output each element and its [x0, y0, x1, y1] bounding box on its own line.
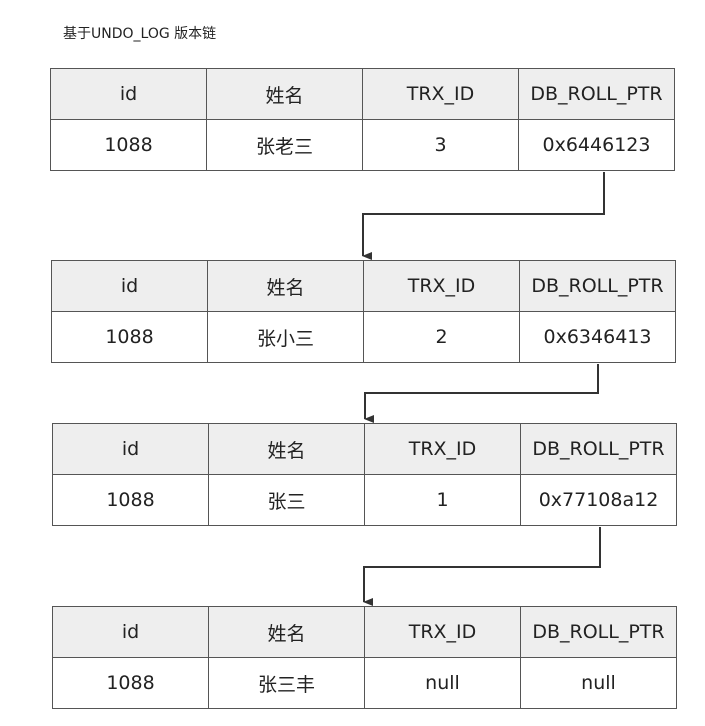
cell-trx-id: null	[364, 657, 521, 709]
header-row: id 姓名 TRX_ID DB_ROLL_PTR	[52, 606, 677, 658]
cell-roll-ptr: 0x6346413	[519, 311, 676, 363]
header-db-roll-ptr: DB_ROLL_PTR	[519, 260, 676, 312]
version-record-1: id 姓名 TRX_ID DB_ROLL_PTR 1088 张老三 3 0x64…	[50, 68, 675, 171]
header-trx-id: TRX_ID	[363, 260, 520, 312]
cell-trx-id: 2	[363, 311, 520, 363]
header-row: id 姓名 TRX_ID DB_ROLL_PTR	[51, 260, 676, 312]
version-record-4: id 姓名 TRX_ID DB_ROLL_PTR 1088 张三丰 null n…	[52, 606, 677, 709]
version-record-3: id 姓名 TRX_ID DB_ROLL_PTR 1088 张三 1 0x771…	[52, 423, 677, 526]
value-row: 1088 张小三 2 0x6346413	[51, 311, 676, 363]
header-name: 姓名	[208, 423, 365, 475]
header-trx-id: TRX_ID	[364, 606, 521, 658]
value-row: 1088 张老三 3 0x6446123	[50, 119, 675, 171]
header-db-roll-ptr: DB_ROLL_PTR	[520, 423, 677, 475]
header-name: 姓名	[206, 68, 363, 120]
cell-id: 1088	[52, 657, 209, 709]
diagram-title: 基于UNDO_LOG 版本链	[63, 26, 217, 42]
value-row: 1088 张三 1 0x77108a12	[52, 474, 677, 526]
header-id: id	[52, 606, 209, 658]
header-id: id	[52, 423, 209, 475]
cell-name: 张三丰	[208, 657, 365, 709]
cell-trx-id: 3	[362, 119, 519, 171]
cell-id: 1088	[50, 119, 207, 171]
cell-id: 1088	[51, 311, 208, 363]
cell-roll-ptr: null	[520, 657, 677, 709]
cell-roll-ptr: 0x6446123	[518, 119, 675, 171]
cell-name: 张小三	[207, 311, 364, 363]
header-row: id 姓名 TRX_ID DB_ROLL_PTR	[50, 68, 675, 120]
header-db-roll-ptr: DB_ROLL_PTR	[520, 606, 677, 658]
roll-pointer-arrow-3	[363, 527, 601, 606]
cell-trx-id: 1	[364, 474, 521, 526]
cell-id: 1088	[52, 474, 209, 526]
cell-roll-ptr: 0x77108a12	[520, 474, 677, 526]
header-db-roll-ptr: DB_ROLL_PTR	[518, 68, 675, 120]
header-name: 姓名	[207, 260, 364, 312]
header-id: id	[51, 260, 208, 312]
header-name: 姓名	[208, 606, 365, 658]
version-record-2: id 姓名 TRX_ID DB_ROLL_PTR 1088 张小三 2 0x63…	[51, 260, 676, 363]
header-row: id 姓名 TRX_ID DB_ROLL_PTR	[52, 423, 677, 475]
cell-name: 张老三	[206, 119, 363, 171]
header-trx-id: TRX_ID	[362, 68, 519, 120]
cell-name: 张三	[208, 474, 365, 526]
header-trx-id: TRX_ID	[364, 423, 521, 475]
roll-pointer-arrow-2	[364, 364, 599, 423]
roll-pointer-arrow-1	[362, 172, 605, 260]
value-row: 1088 张三丰 null null	[52, 657, 677, 709]
